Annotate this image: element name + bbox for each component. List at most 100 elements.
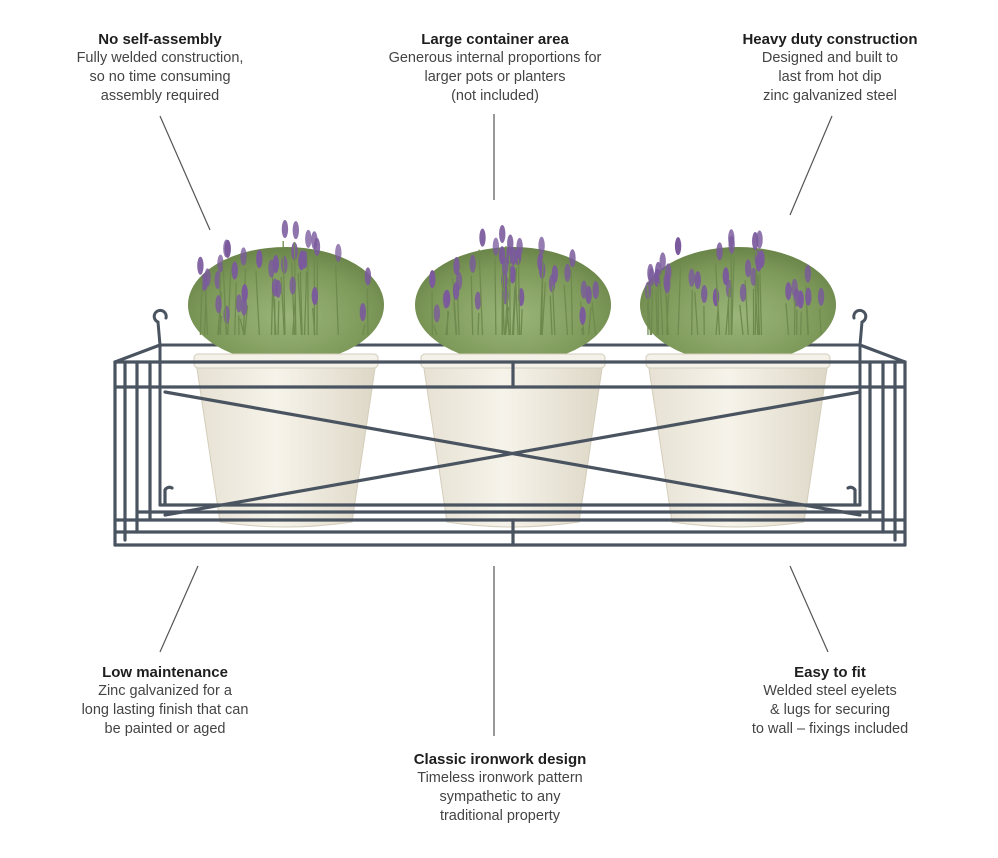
lavender-flower (281, 220, 289, 239)
leader-lines (159, 114, 833, 736)
lavender-flower (223, 305, 230, 324)
callout-text-line: long lasting finish that can (81, 702, 249, 718)
lavender-flower (492, 237, 500, 256)
lavender-flower (474, 291, 482, 310)
lavender-flower (469, 254, 476, 273)
lavender-flower (564, 263, 571, 282)
lavender-flower (805, 287, 812, 306)
lavender-flower (663, 272, 670, 291)
lavender-flower (785, 282, 792, 301)
callout-title: Large container area (421, 31, 569, 48)
lavender-flower (313, 237, 321, 256)
callout-title: Low maintenance (102, 664, 228, 681)
lavender-flower (501, 257, 509, 276)
lavender-flower (443, 289, 451, 308)
lavender-flower (214, 270, 221, 289)
lavender-flower (305, 229, 312, 248)
lavender-foliage (415, 247, 611, 363)
lavender-flower (585, 285, 592, 304)
ceramic-pot (422, 361, 604, 528)
potted-lavender (188, 220, 384, 528)
callout-text-line: so no time consuming (89, 69, 231, 85)
lavender-flower (516, 237, 523, 256)
callout-text-line: larger pots or planters (424, 69, 566, 85)
lavender-flower (433, 304, 441, 323)
callout-title: Classic ironwork design (413, 751, 587, 768)
lavender-flower (752, 232, 759, 251)
lavender-flower (223, 239, 230, 258)
lavender-flower (292, 221, 300, 240)
lavender-flower (274, 279, 282, 298)
lavender-flower (739, 283, 747, 302)
callout-classic-ironwork-design: Classic ironwork design Timeless ironwor… (380, 750, 620, 826)
lavender-flower (510, 247, 517, 266)
lavender-flower (537, 252, 544, 271)
callout-title: Heavy duty construction (742, 31, 918, 48)
callout-text-line: traditional property (439, 808, 561, 824)
lavender-flower (674, 237, 682, 256)
lavender-flower (289, 276, 296, 295)
pots-group (188, 220, 836, 528)
lavender-flower (722, 267, 730, 286)
lavender-flower (311, 286, 319, 305)
callout-text-line: sympathetic to any (439, 789, 561, 805)
lavender-flower (579, 306, 586, 325)
lavender-flower (797, 290, 804, 309)
lavender-flower (241, 284, 248, 303)
callout-text-line: assembly required (100, 88, 220, 104)
leader-line-low-maintenance (159, 565, 199, 653)
callout-text-line: Designed and built to (761, 50, 899, 66)
lavender-flower (817, 287, 825, 306)
leader-line-no-assembly (159, 115, 211, 231)
potted-lavender (415, 225, 611, 528)
lavender-flower (364, 267, 372, 286)
lavender-flower (240, 297, 248, 316)
callout-text-line: Fully welded construction, (76, 50, 244, 66)
lavender-flower (453, 257, 460, 276)
leader-line-heavy (789, 115, 833, 216)
lavender-flower (551, 265, 559, 284)
callout-text-line: Zinc galvanized for a (98, 683, 232, 699)
lavender-flower (215, 295, 222, 314)
lavender-flower (204, 268, 211, 287)
callout-heavy-duty-construction: Heavy duty construction Designed and bui… (720, 30, 940, 106)
lavender-flower (298, 252, 305, 271)
lavender-flower (694, 271, 701, 290)
callout-text-line: zinc galvanized steel (763, 88, 897, 104)
lavender-flower (755, 253, 762, 272)
callout-low-maintenance: Low maintenance Zinc galvanized for a lo… (60, 663, 270, 739)
callout-title: No self-assembly (98, 31, 222, 48)
callout-text-line: to wall – fixings included (751, 721, 909, 737)
lavender-flower (659, 252, 666, 271)
callout-text-line: last from hot dip (778, 69, 882, 85)
lavender-flower (804, 264, 812, 283)
callout-no-self-assembly: No self-assembly Fully welded constructi… (60, 30, 260, 106)
lavender-flower (268, 259, 275, 278)
callout-text-line: (not included) (451, 88, 539, 104)
callout-text-line: Welded steel eyelets (763, 683, 897, 699)
lavender-flower (750, 267, 757, 286)
lavender-flower (728, 235, 735, 254)
lavender-flower (231, 261, 238, 280)
lavender-flower (281, 255, 288, 274)
lavender-flower (716, 242, 723, 261)
lavender-flower (569, 249, 576, 268)
leader-line-easy-fit (789, 565, 829, 653)
callout-easy-to-fit: Easy to fit Welded steel eyelets & lugs … (725, 663, 935, 739)
lavender-flower (744, 259, 752, 278)
lavender-flower (479, 228, 486, 247)
lavender-flower (507, 234, 514, 253)
lavender-flower (701, 285, 708, 304)
lavender-flower (499, 225, 506, 244)
lavender-flower (592, 280, 599, 299)
callout-text-line: be painted or aged (104, 721, 226, 737)
lavender-flower (509, 265, 516, 284)
lavender-flower (256, 249, 263, 268)
lavender-flower (429, 270, 436, 289)
lavender-flower (235, 294, 243, 313)
lavender-flower (197, 256, 204, 275)
lavender-flower (688, 268, 695, 287)
lavender-flower (791, 278, 798, 297)
lavender-flower (359, 303, 367, 322)
